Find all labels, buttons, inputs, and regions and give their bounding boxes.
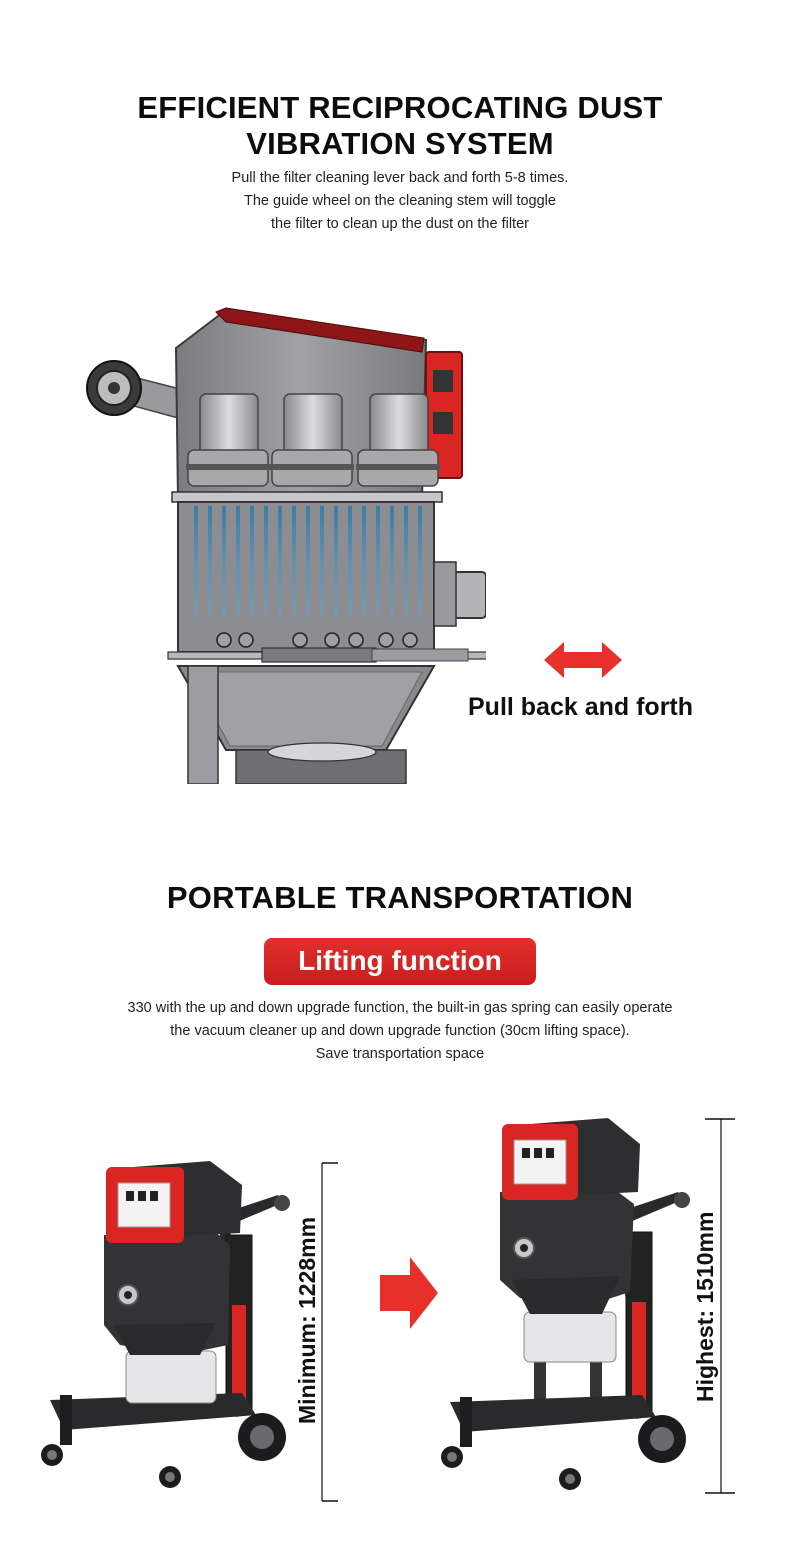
title-line-1: EFFICIENT RECIPROCATING DUST — [137, 90, 663, 125]
filter-cleaning-cutaway-illustration — [86, 307, 486, 784]
section-title-dust-vibration: EFFICIENT RECIPROCATING DUST VIBRATION S… — [0, 90, 800, 162]
desc-line-3: the filter to clean up the dust on the f… — [271, 216, 529, 232]
desc-line-2: The guide wheel on the cleaning stem wil… — [244, 193, 556, 209]
vacuum-cleaner-raised-image — [441, 1118, 690, 1490]
desc-line-1: Pull the filter cleaning lever back and … — [231, 170, 569, 186]
height-dimension-line-min — [321, 1162, 338, 1502]
section-description-dust-vibration: Pull the filter cleaning lever back and … — [0, 167, 800, 236]
guide-wheel-left — [86, 360, 179, 420]
minimum-height-label: Minimum: 1228mm — [294, 1216, 320, 1424]
section-title-portable-transportation: PORTABLE TRANSPORTATION — [166, 880, 634, 915]
desc-line-3: Save transportation space — [315, 1046, 485, 1062]
arrow-right-icon — [380, 1257, 438, 1329]
pull-back-forth-label: Pull back and forth — [468, 693, 694, 721]
title-line-2: VIBRATION SYSTEM — [246, 126, 554, 161]
motor-3 — [356, 393, 440, 487]
highest-height-label: Highest: 1510mm — [692, 1211, 718, 1402]
desc-line-1: 330 with the up and down upgrade functio… — [127, 1000, 673, 1016]
lifting-function-badge: Lifting function — [264, 938, 536, 985]
motor-1 — [186, 393, 270, 487]
height-dimension-line-max — [705, 1118, 735, 1494]
motor-2 — [270, 393, 354, 487]
double-arrow-icon — [544, 642, 622, 678]
filter-cleaning-lever — [167, 647, 486, 663]
filter-bags — [194, 506, 422, 618]
desc-line-2: the vacuum cleaner up and down upgrade f… — [170, 1023, 630, 1039]
vacuum-cleaner-lowered-image — [41, 1161, 290, 1488]
section-description-lifting: 330 with the up and down upgrade functio… — [0, 997, 800, 1066]
cleaning-stem-guide-wheels — [216, 632, 418, 648]
